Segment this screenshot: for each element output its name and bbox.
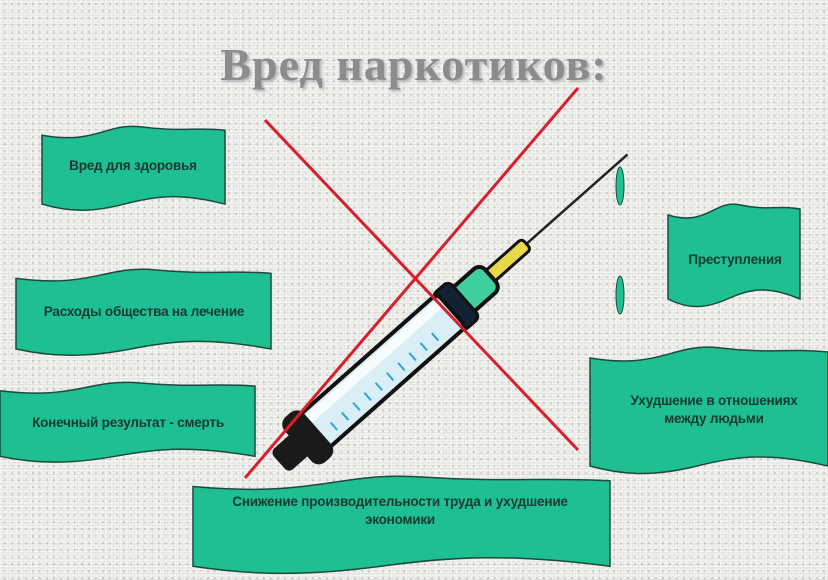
- flag-economy-line1: Снижение производительности труда и ухуд…: [232, 494, 568, 509]
- flag-treatment-costs: Расходы общества на лечение: [43, 304, 245, 319]
- drops: [615, 166, 625, 315]
- flag-relations-line1: Ухудшение в отношениях: [630, 393, 798, 408]
- drop-icon: [615, 275, 625, 315]
- flag-relations-line2: между людьми: [664, 411, 764, 426]
- flag-shapes: [0, 125, 828, 575]
- flag-health-harm: Вред для здоровья: [69, 158, 197, 173]
- flag-economy: Снижение производительности труда и ухуд…: [232, 493, 568, 529]
- drop-icon: [615, 166, 625, 206]
- flag-banner: [192, 475, 611, 575]
- flag-crimes: Преступления: [688, 252, 782, 267]
- flag-banner: [589, 346, 828, 475]
- syringe-icon: [272, 153, 629, 471]
- red-cross-icon: [243, 87, 580, 479]
- flag-banner: [15, 268, 272, 356]
- flag-relations: Ухудшение в отношениях между людьми: [630, 392, 797, 428]
- flag-economy-line2: экономики: [364, 512, 436, 527]
- flag-banner: [41, 125, 226, 211]
- flag-banner: [0, 381, 256, 463]
- slide-title: Вред наркотиков:: [220, 39, 608, 90]
- flag-banner: [667, 203, 801, 308]
- flag-death: Конечный результат - смерть: [32, 415, 224, 430]
